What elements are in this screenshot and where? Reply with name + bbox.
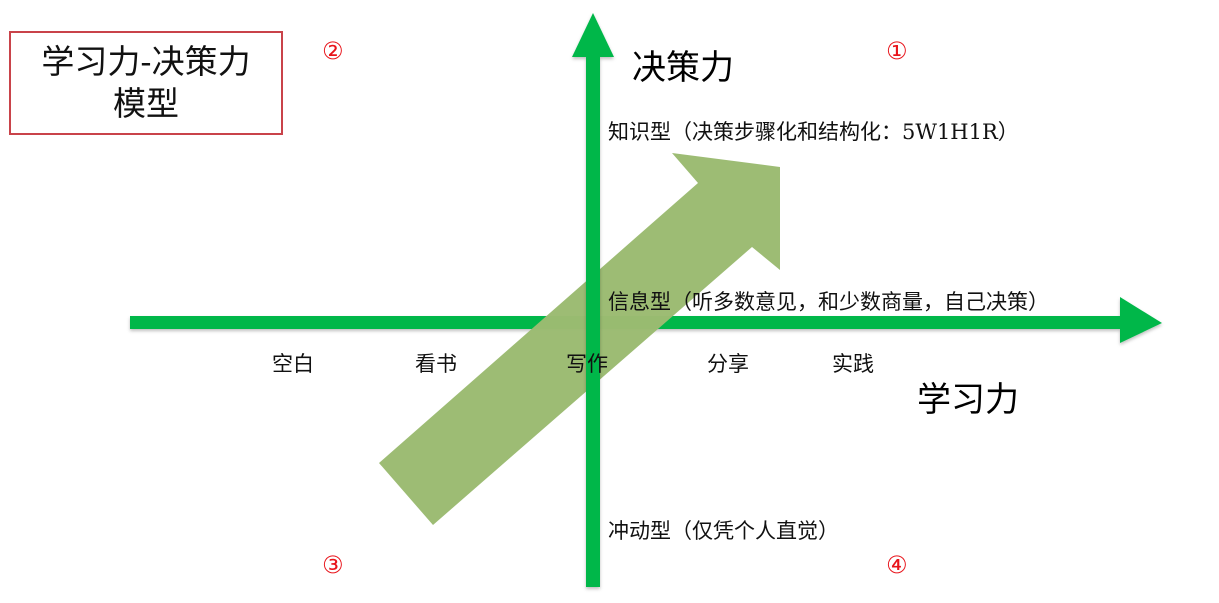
model-title-box: 学习力-决策力 模型 xyxy=(9,31,283,135)
level-knowledge: 知识型（决策步骤化和结构化：5W1H1R） xyxy=(608,120,1019,144)
x-axis-label: 学习力 xyxy=(917,380,1019,420)
model-title-line2: 模型 xyxy=(113,84,179,123)
quadrant-2-marker: ② xyxy=(322,37,344,65)
x-tick-writing: 写作 xyxy=(566,352,608,376)
x-tick-practice: 实践 xyxy=(832,352,874,376)
level-impulsive: 冲动型（仅凭个人直觉） xyxy=(608,519,839,543)
level-information: 信息型（听多数意见，和少数商量，自己决策） xyxy=(608,290,1049,314)
x-tick-blank: 空白 xyxy=(272,352,314,376)
quadrant-4-marker: ④ xyxy=(886,551,908,579)
y-axis-arrow xyxy=(572,13,614,587)
quadrant-1-marker: ① xyxy=(886,37,908,65)
y-axis-label: 决策力 xyxy=(632,48,734,88)
x-tick-sharing: 分享 xyxy=(707,352,749,376)
quadrant-3-marker: ③ xyxy=(322,551,344,579)
growth-arrow xyxy=(379,153,780,525)
x-tick-reading: 看书 xyxy=(415,352,457,376)
model-title-line1: 学习力-决策力 xyxy=(41,42,251,81)
